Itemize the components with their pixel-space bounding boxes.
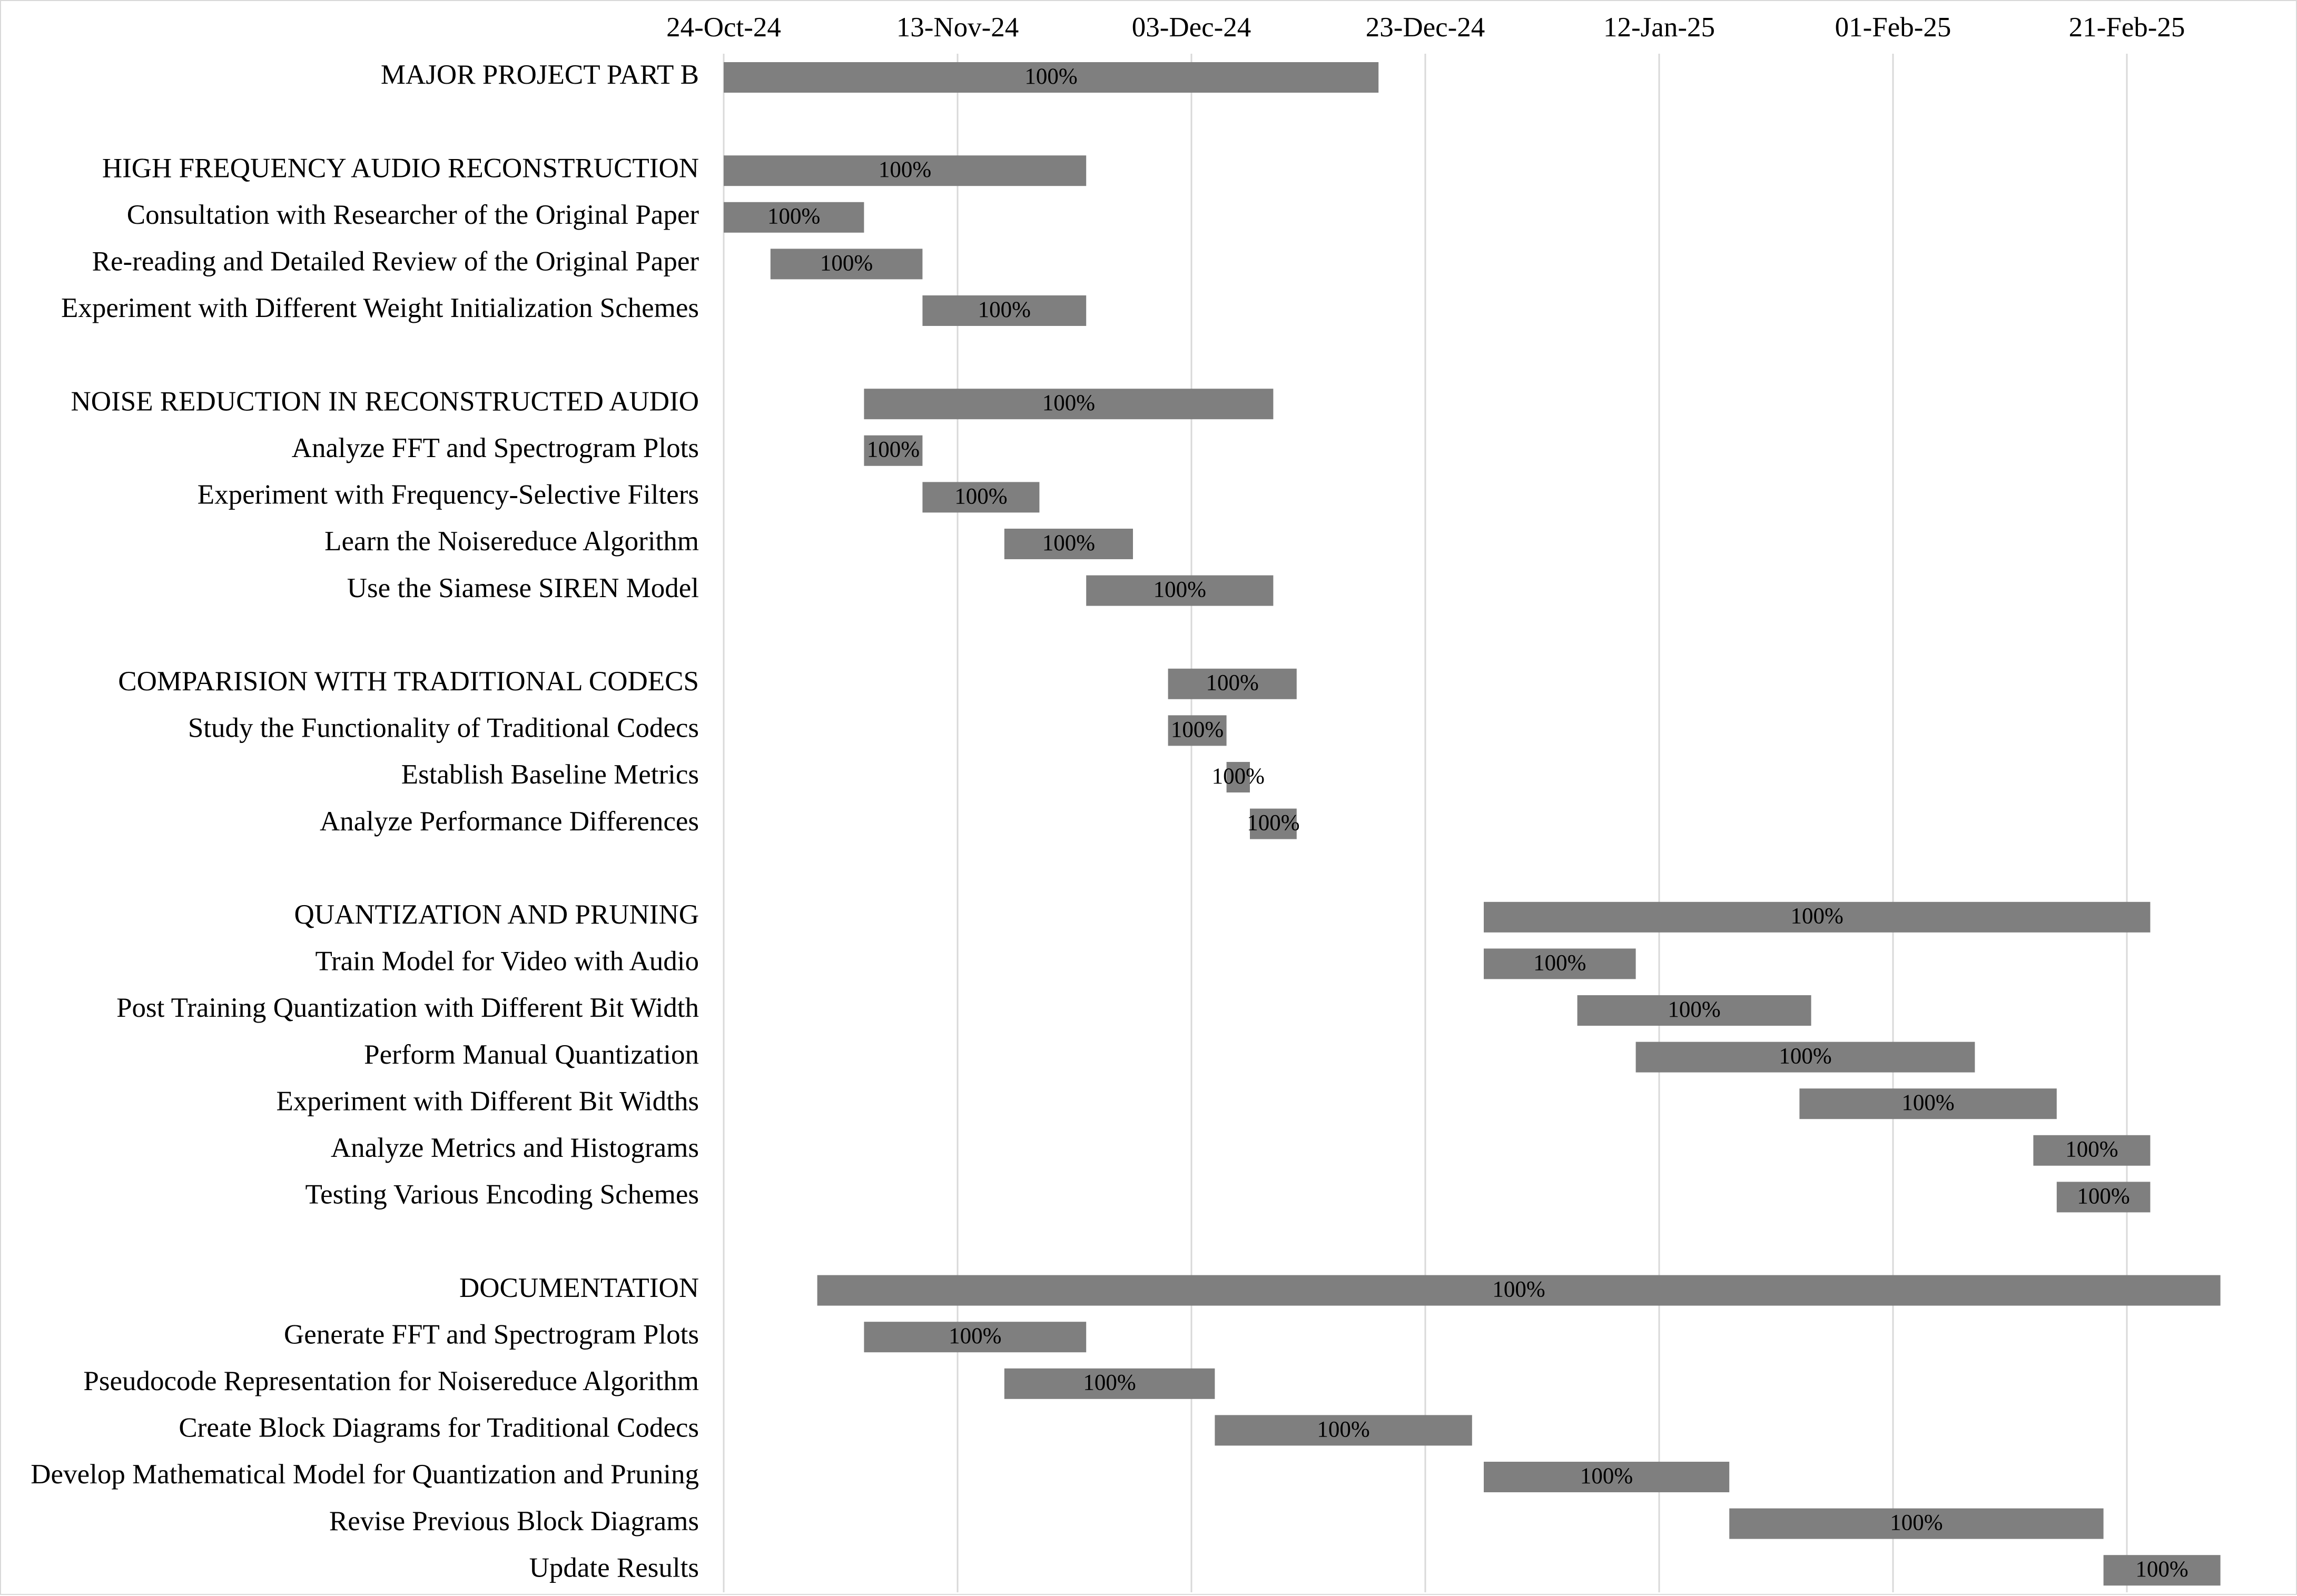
- task-progress-label: 100%: [1083, 1371, 1136, 1395]
- task-bar: [1004, 1368, 1215, 1399]
- task-progress-label: 100%: [767, 204, 820, 229]
- task-labels: MAJOR PROJECT PART B HIGH FREQUENCY AUDIO…: [31, 60, 699, 1583]
- task-label: Re-reading and Detailed Review of the Or…: [92, 246, 699, 277]
- x-tick-label: 23-Dec-24: [1366, 12, 1485, 43]
- task-label: Perform Manual Quantization: [364, 1039, 699, 1070]
- task-bar: [1004, 529, 1133, 559]
- task-progress-label: 100%: [2065, 1137, 2118, 1162]
- task-bar: [817, 1275, 2221, 1306]
- task-label: QUANTIZATION AND PRUNING: [294, 899, 699, 930]
- x-tick-label: 12-Jan-25: [1603, 12, 1715, 43]
- task-bar: [1484, 901, 2151, 933]
- task-progress-label: 100%: [1580, 1464, 1633, 1489]
- task-progress-label: 100%: [1042, 391, 1095, 415]
- x-tick-label: 24-Oct-24: [666, 12, 781, 43]
- task-label: Learn the Noisereduce Algorithm: [324, 526, 699, 557]
- task-label: Analyze Metrics and Histograms: [331, 1133, 699, 1163]
- task-progress-label: 100%: [1668, 997, 1720, 1022]
- task-progress-label: 100%: [1171, 717, 1224, 742]
- task-label: Analyze FFT and Spectrogram Plots: [292, 433, 699, 463]
- task-bar: [1215, 1415, 1472, 1446]
- task-bar: [1577, 995, 1811, 1026]
- task-progress-label: 100%: [1042, 531, 1095, 556]
- x-tick-label: 21-Feb-25: [2069, 12, 2185, 43]
- task-progress-label: 100%: [1533, 950, 1586, 975]
- task-label: Pseudocode Representation for Noisereduc…: [83, 1366, 699, 1396]
- task-label: Revise Previous Block Diagrams: [329, 1506, 699, 1536]
- task-progress-label: 100%: [1206, 671, 1259, 696]
- task-progress-label: 100%: [820, 251, 873, 275]
- task-progress-label: 100%: [879, 157, 931, 182]
- x-axis-ticks: 24-Oct-24 13-Nov-24 03-Dec-24 23-Dec-24 12-J…: [666, 12, 2185, 43]
- task-label: Update Results: [529, 1552, 699, 1583]
- task-label: Experiment with Different Weight Initial…: [61, 293, 699, 323]
- task-progress-label: 100%: [954, 484, 1007, 509]
- task-bar: [1635, 1042, 1975, 1073]
- task-progress-label: 100%: [1901, 1091, 1954, 1115]
- task-label: Post Training Quantization with Differen…: [116, 993, 699, 1023]
- task-progress-label: 100%: [1317, 1417, 1369, 1442]
- task-label: Consultation with Researcher of the Orig…: [127, 200, 699, 230]
- task-label: DOCUMENTATION: [459, 1273, 699, 1303]
- task-bar: [1168, 668, 1297, 699]
- task-progress-label: 100%: [2077, 1184, 2130, 1208]
- task-label: Create Block Diagrams for Traditional Co…: [179, 1413, 699, 1443]
- task-progress-label: 100%: [978, 298, 1031, 322]
- task-bars: 100%100%100%100%100%100%100%100%100%100%…: [724, 62, 2221, 1586]
- task-label: Develop Mathematical Model for Quantizat…: [31, 1459, 699, 1490]
- task-label: Generate FFT and Spectrogram Plots: [284, 1319, 699, 1350]
- task-label: Use the Siamese SIREN Model: [347, 573, 699, 603]
- x-tick-label: 03-Dec-24: [1132, 12, 1251, 43]
- task-label: COMPARISION WITH TRADITIONAL CODECS: [118, 666, 699, 697]
- task-bar: [724, 62, 1379, 93]
- task-bar: [2056, 1182, 2151, 1213]
- task-bar: [864, 435, 923, 466]
- task-bar: [1250, 808, 1297, 839]
- task-label: NOISE REDUCTION IN RECONSTRUCTED AUDIO: [71, 386, 699, 417]
- x-tick-label: 01-Feb-25: [1835, 12, 1951, 43]
- task-bar: [770, 249, 923, 280]
- task-bar: [864, 1322, 1087, 1353]
- task-label: MAJOR PROJECT PART B: [381, 60, 699, 90]
- task-progress-label: 100%: [1024, 64, 1077, 89]
- task-progress-label: 100%: [1791, 904, 1843, 929]
- task-progress-label: 100%: [949, 1324, 1001, 1349]
- x-tick-label: 13-Nov-24: [896, 12, 1019, 43]
- task-label: HIGH FREQUENCY AUDIO RECONSTRUCTION: [102, 153, 699, 183]
- task-bar: [864, 389, 1274, 420]
- task-label: Study the Functionality of Traditional C…: [188, 713, 699, 744]
- task-bar: [1799, 1088, 2057, 1119]
- task-bar: [1086, 575, 1274, 606]
- task-bar: [2103, 1555, 2221, 1586]
- task-label: Analyze Performance Differences: [320, 806, 699, 837]
- task-bar: [1729, 1508, 2104, 1539]
- task-progress-label: 100%: [1492, 1277, 1545, 1302]
- task-bar: [1226, 762, 1250, 792]
- task-bar: [1168, 715, 1227, 746]
- task-bar: [724, 155, 1087, 186]
- task-progress-label: 100%: [1247, 810, 1299, 835]
- task-label: Testing Various Encoding Schemes: [305, 1179, 699, 1210]
- task-progress-label: 100%: [2135, 1557, 2188, 1582]
- task-bar: [1484, 948, 1636, 979]
- gridlines: [723, 54, 2128, 1592]
- task-progress-label: 100%: [1890, 1510, 1943, 1535]
- task-bar: [922, 295, 1087, 326]
- task-label: Establish Baseline Metrics: [401, 759, 699, 790]
- task-label: Experiment with Frequency-Selective Filt…: [198, 480, 699, 510]
- task-label: Experiment with Different Bit Widths: [276, 1086, 699, 1116]
- task-bar: [922, 482, 1040, 513]
- task-bar: [2033, 1135, 2151, 1166]
- task-progress-label: 100%: [1154, 577, 1206, 602]
- task-bar: [724, 202, 864, 233]
- task-label: Train Model for Video with Audio: [315, 946, 699, 977]
- task-progress-label: 100%: [1779, 1044, 1831, 1068]
- task-progress-label: 100%: [1212, 764, 1265, 789]
- task-bar: [1484, 1462, 1730, 1492]
- task-progress-label: 100%: [867, 438, 920, 462]
